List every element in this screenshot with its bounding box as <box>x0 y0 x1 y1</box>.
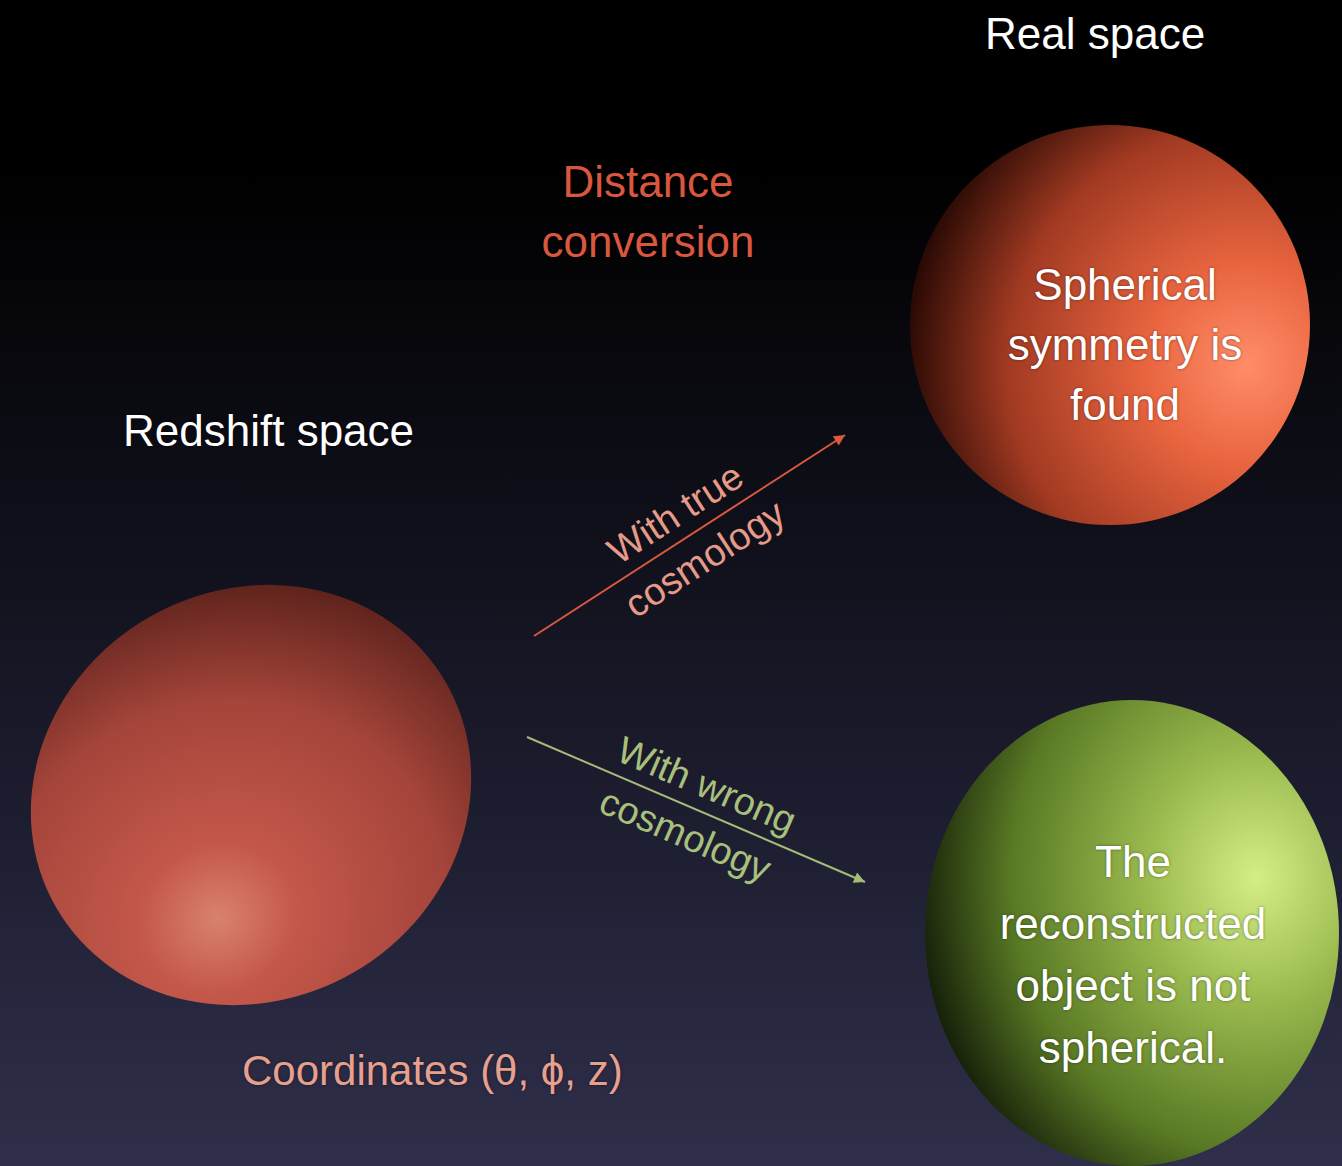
shaded-body <box>925 700 1339 1166</box>
node-text: The reconstructed object is not spherica… <box>968 831 1298 1079</box>
section-heading: Real space <box>985 6 1285 62</box>
section-heading: Redshift space <box>123 403 523 459</box>
sphere-object: The reconstructed object is not spherica… <box>925 700 1340 1166</box>
coordinate-caption: Coordinates (θ, ϕ, z) <box>242 1043 762 1099</box>
process-label: Distance conversion <box>498 152 798 272</box>
sphere-object: Spherical symmetry is found <box>910 125 1310 525</box>
shape-outline <box>20 578 482 1012</box>
shaded-body <box>910 125 1310 525</box>
ellipsoid-object: Redshift spaceCoordinates (θ, ϕ, z) <box>20 578 482 1012</box>
edge-label: With wrong cosmology <box>572 716 820 904</box>
shaded-body <box>0 505 548 1085</box>
edge-label: With true cosmology <box>566 429 813 641</box>
node-text: Spherical symmetry is found <box>980 255 1270 435</box>
